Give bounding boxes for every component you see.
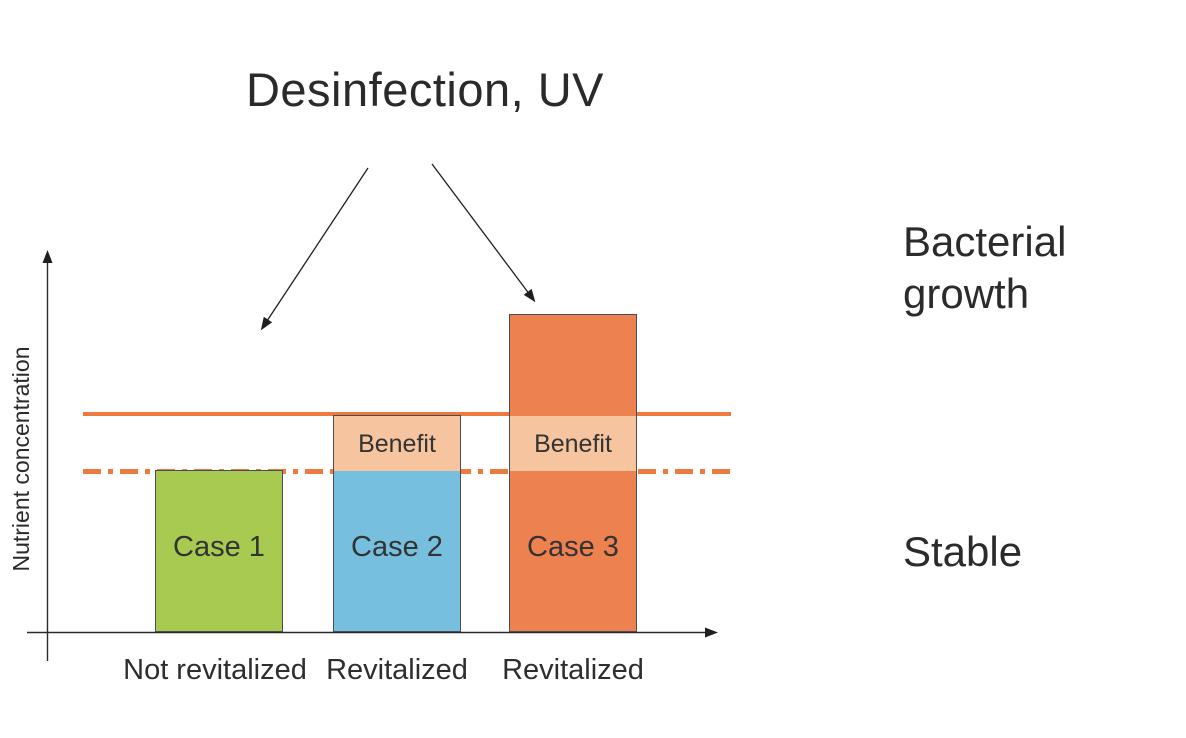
bar-label-case-3: Case 3	[527, 531, 619, 563]
chart-title: Desinfection, UV	[245, 63, 605, 116]
x-category-not-revitalized: Not revitalized	[123, 654, 307, 686]
x-category-revitalized-2: Revitalized	[502, 654, 644, 686]
y-axis-label: Nutrient concentration	[8, 346, 34, 572]
bar-label-case-2: Case 2	[351, 531, 443, 563]
x-category-revitalized-1: Revitalized	[326, 654, 468, 686]
bar-label-case-1: Case 1	[173, 531, 265, 563]
annotation-arrow-left	[260, 167, 369, 331]
region-label-bacterial-growth: Bacterial growth	[903, 218, 1067, 318]
annotation-arrow-right	[431, 163, 536, 303]
bar-case-2-base-segment	[334, 471, 460, 631]
bar-case-3-benefit-segment	[510, 416, 636, 471]
bar-case-1	[155, 470, 283, 632]
bar-case-2-benefit-segment	[334, 416, 460, 471]
bar-case-3	[509, 314, 637, 632]
region-label-stable: Stable	[903, 528, 1023, 575]
benefit-label-case-3: Benefit	[534, 430, 612, 458]
threshold-line-bacterial-growth	[83, 412, 731, 416]
benefit-label-case-2: Benefit	[358, 430, 436, 458]
bar-case-3-top-segment	[510, 315, 636, 416]
bar-case-2	[333, 415, 461, 632]
bar-case-3-base-segment	[510, 471, 636, 631]
